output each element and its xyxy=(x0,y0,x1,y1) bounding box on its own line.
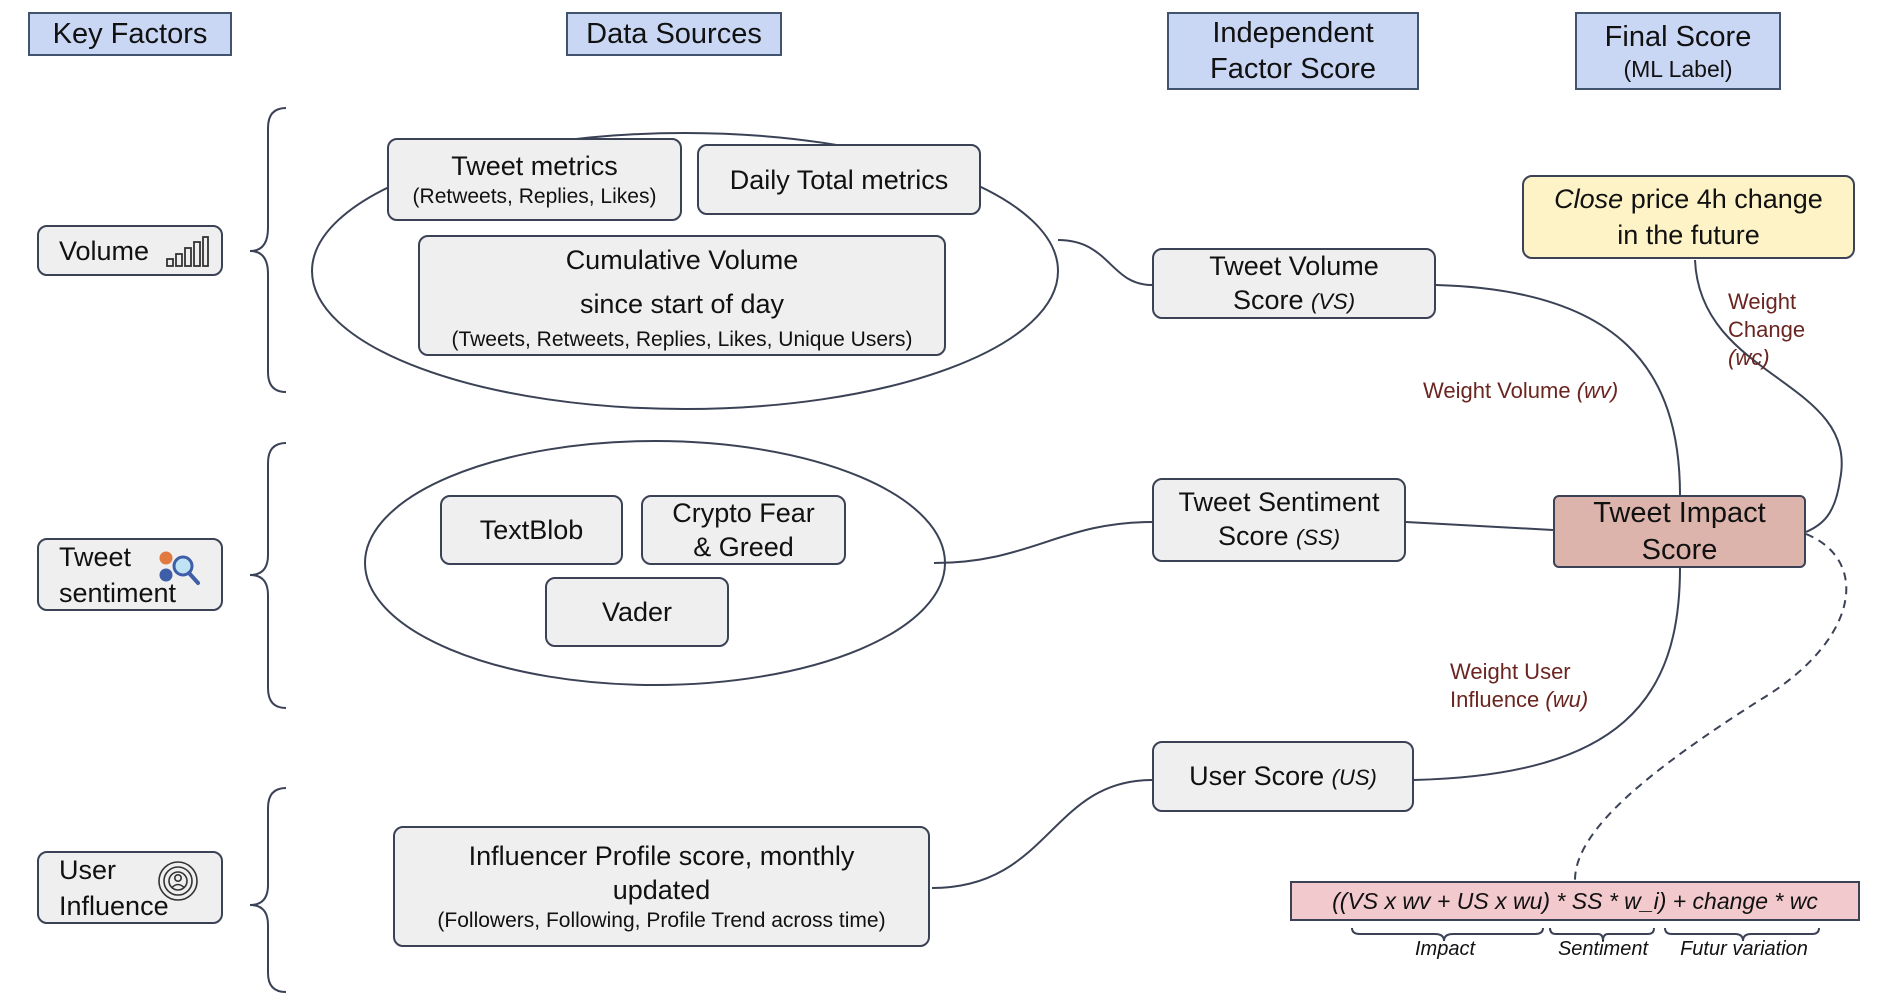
weight-volume-text: Weight Volume xyxy=(1423,378,1571,403)
label-close-price-change: Close price 4h change in the future xyxy=(1522,175,1855,259)
header-key-factors-label: Key Factors xyxy=(52,18,208,50)
header-data-sources-label: Data Sources xyxy=(586,18,762,50)
header-independent-factor-score: Independent Factor Score xyxy=(1167,12,1419,90)
formula-impact-text: Impact xyxy=(1414,938,1476,960)
signal-bars-icon xyxy=(166,236,209,267)
header-final-line1: Final Score xyxy=(1604,21,1752,53)
weight-volume-abbr: (wv) xyxy=(1576,378,1619,403)
source-influencer-profile: Influencer Profile score, monthly update… xyxy=(393,826,930,947)
close-line2: in the future xyxy=(1617,220,1760,250)
weight-user-line1: Weight User xyxy=(1450,659,1571,684)
weight-change-text: Weight Change xyxy=(1728,289,1806,342)
user-target-icon xyxy=(158,861,198,901)
close-rest: price 4h change xyxy=(1623,184,1823,214)
user-score-abbr: (US) xyxy=(1331,764,1377,790)
formula-future-text: Futur variation xyxy=(1680,938,1808,960)
cumulative-line1: Cumulative Volume xyxy=(565,244,799,275)
formula-label-impact: Impact xyxy=(1380,938,1510,961)
cumulative-line2: since start of day xyxy=(579,288,785,319)
fear-line1: Crypto Fear xyxy=(672,498,815,528)
source-tweet-metrics: Tweet metrics (Retweets, Replies, Likes) xyxy=(387,138,682,221)
influencer-line1: Influencer Profile score, monthly xyxy=(468,840,855,871)
wire-user-impact xyxy=(1413,567,1681,781)
score-tweet-sentiment: Tweet Sentiment Score (SS) xyxy=(1152,478,1406,562)
wire-sentiment-impact xyxy=(1405,521,1554,531)
tweet-impact-score: Tweet Impact Score xyxy=(1553,495,1806,568)
tweet-metrics-label: Tweet metrics xyxy=(451,150,618,181)
formula-label-future: Futur variation xyxy=(1670,938,1818,961)
factor-user-influence: User Influence xyxy=(37,851,223,924)
header-independent-line1: Independent xyxy=(1212,17,1374,49)
vader-label: Vader xyxy=(601,597,673,627)
formula-box: ((VS x wv + US x wu) * SS * w_i) + chang… xyxy=(1290,881,1860,921)
sentiment-score-line1: Tweet Sentiment xyxy=(1178,487,1380,517)
daily-total-label: Daily Total metrics xyxy=(729,164,949,195)
source-daily-total-metrics: Daily Total metrics xyxy=(697,144,981,215)
volume-score-line1: Tweet Volume xyxy=(1209,250,1379,281)
sentiment-search-icon xyxy=(159,551,200,585)
influencer-detail: (Followers, Following, Profile Trend acr… xyxy=(437,908,886,932)
factor-volume: Volume xyxy=(37,225,223,276)
weight-change-label: Weight Change (wc) xyxy=(1728,288,1878,372)
ellipse-volume-sources xyxy=(311,132,1059,410)
factor-sentiment-line2: sentiment xyxy=(59,577,177,608)
brace-volume xyxy=(249,107,287,393)
source-crypto-fear-greed: Crypto Fear & Greed xyxy=(641,495,846,565)
source-cumulative-volume: Cumulative Volume since start of day (Tw… xyxy=(418,235,946,356)
wire-change-impact xyxy=(1694,259,1843,533)
fear-line2: & Greed xyxy=(693,532,794,562)
wire-influence xyxy=(931,779,1153,889)
header-final-line2: (ML Label) xyxy=(1623,56,1733,82)
volume-score-abbr: (VS) xyxy=(1311,288,1356,314)
header-independent-line2: Factor Score xyxy=(1210,53,1376,85)
wire-volume-impact xyxy=(1435,284,1681,496)
weight-change-abbr: (wc) xyxy=(1728,345,1770,370)
brace-sentiment xyxy=(249,442,287,709)
formula-label-sentiment: Sentiment xyxy=(1545,938,1661,961)
weight-user-line2: Influence xyxy=(1450,687,1540,712)
sentiment-score-abbr: (SS) xyxy=(1296,525,1341,550)
weight-volume-label: Weight Volume (wv) xyxy=(1423,377,1663,405)
tweet-metrics-detail: (Retweets, Replies, Likes) xyxy=(412,184,657,208)
brace-formula-future xyxy=(1664,927,1820,942)
weight-user-abbr: (wu) xyxy=(1545,687,1589,712)
formula-sentiment-text: Sentiment xyxy=(1557,938,1649,960)
influencer-line2: updated xyxy=(612,874,711,905)
header-key-factors: Key Factors xyxy=(28,12,232,56)
formula-text: ((VS x wv + US x wu) * SS * w_i) + chang… xyxy=(1332,887,1818,914)
impact-line1: Tweet Impact xyxy=(1593,496,1766,529)
header-final-score: Final Score (ML Label) xyxy=(1575,12,1781,90)
score-tweet-volume: Tweet Volume Score (VS) xyxy=(1152,248,1436,319)
sentiment-score-line2: Score xyxy=(1217,521,1289,551)
factor-influence-line1: User xyxy=(59,854,117,885)
score-user: User Score (US) xyxy=(1152,741,1414,812)
volume-score-line2: Score xyxy=(1232,284,1304,315)
factor-sentiment-line1: Tweet xyxy=(59,541,132,572)
wire-sentiment xyxy=(933,521,1153,564)
wire-volume xyxy=(1057,239,1153,286)
close-italic: Close xyxy=(1554,184,1624,214)
factor-volume-label: Volume xyxy=(59,235,150,266)
textblob-label: TextBlob xyxy=(479,515,584,545)
brace-formula-impact xyxy=(1351,927,1544,942)
brace-influence xyxy=(249,787,287,993)
brace-formula-sentiment xyxy=(1549,927,1655,942)
cumulative-detail: (Tweets, Retweets, Replies, Likes, Uniqu… xyxy=(451,327,913,351)
source-vader: Vader xyxy=(545,577,729,647)
header-data-sources: Data Sources xyxy=(566,12,782,56)
factor-tweet-sentiment: Tweet sentiment xyxy=(37,538,223,611)
factor-influence-line2: Influence xyxy=(59,890,169,921)
impact-line2: Score xyxy=(1641,533,1718,566)
user-score-label: User Score xyxy=(1189,760,1325,791)
weight-user-label: Weight User Influence (wu) xyxy=(1450,658,1650,714)
source-textblob: TextBlob xyxy=(440,495,623,565)
